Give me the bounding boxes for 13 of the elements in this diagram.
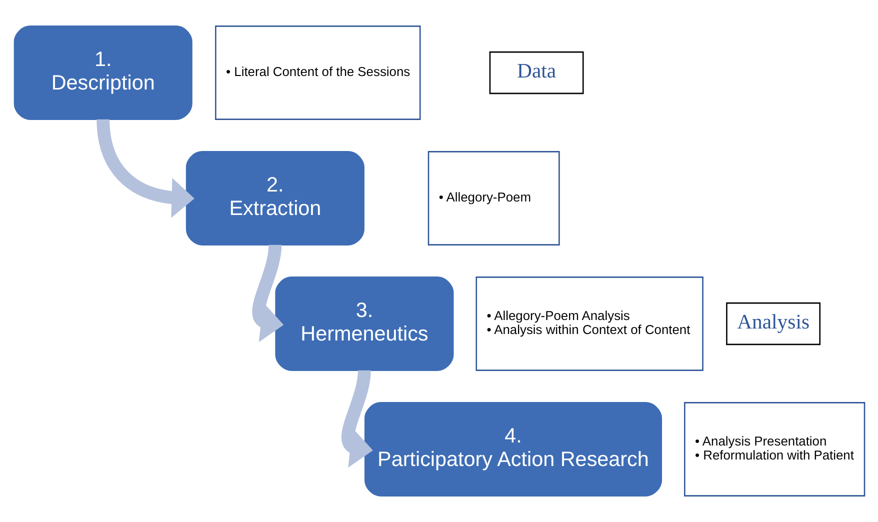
node-box: • Analysis Presentation • Reformulation with Patient [684,402,865,496]
node-box: • Allegory-Poem [427,151,560,246]
node-box: 1. Description [13,26,192,120]
arrow [252,244,284,342]
arrow [96,119,194,218]
node-box: Analysis [726,302,820,346]
arrow [341,370,372,468]
node-box: 3. Hermeneutics [274,276,454,371]
node-box: 2. Extraction [185,151,364,246]
node-box: 4. Participatory Action Research [364,402,662,496]
node-box: Data [488,51,584,94]
node-box: • Allegory-Poem Analysis • Analysis within Context of Content [475,276,703,371]
node-box: • Literal Content of the Sessions [214,26,420,120]
